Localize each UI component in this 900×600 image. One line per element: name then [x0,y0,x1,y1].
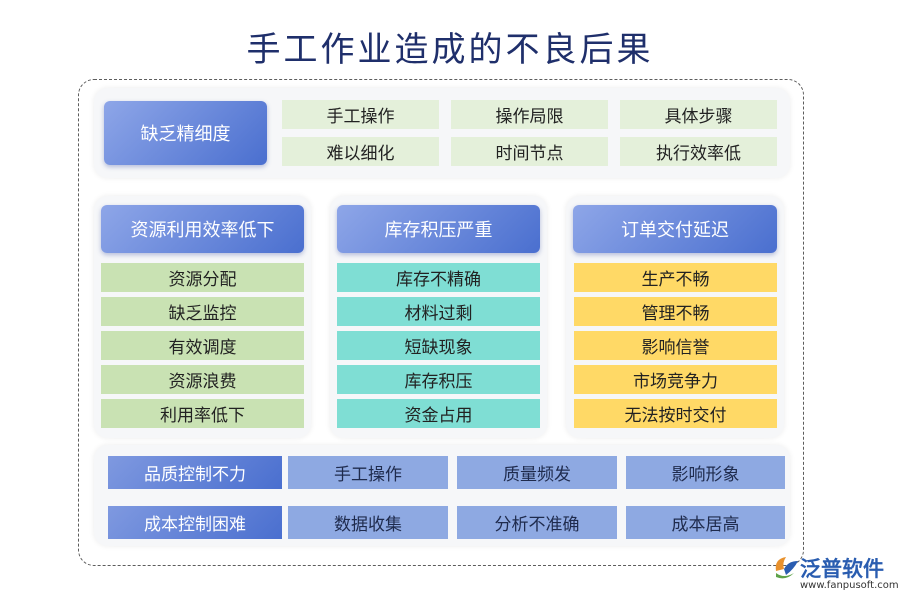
top-cell: 时间节点 [451,137,608,166]
bottom-cell: 数据收集 [288,506,448,539]
logo-url: www.fanpusoft.com [800,580,899,591]
top-header: 缺乏精细度 [104,101,267,165]
column-item: 利用率低下 [101,399,304,428]
column-header-resource: 资源利用效率低下 [101,205,304,253]
column-header-inventory: 库存积压严重 [337,205,540,253]
logo-name: 泛普软件 [800,557,884,581]
top-cell: 难以细化 [282,137,439,166]
bottom-header-quality: 品质控制不力 [108,456,282,489]
bottom-cell: 质量频发 [457,456,617,489]
column-item: 资源分配 [101,263,304,292]
column-item: 库存积压 [337,365,540,394]
bottom-cell: 手工操作 [288,456,448,489]
column-item: 管理不畅 [574,297,777,326]
column-item: 资金占用 [337,399,540,428]
bottom-cell: 影响形象 [626,456,785,489]
column-item: 生产不畅 [574,263,777,292]
bottom-cell: 分析不准确 [457,506,617,539]
top-cell: 具体步骤 [620,100,777,129]
brand-logo: 泛普软件 www.fanpusoft.com [770,551,899,596]
column-item: 资源浪费 [101,365,304,394]
column-header-order: 订单交付延迟 [573,205,777,253]
column-item: 缺乏监控 [101,297,304,326]
column-item: 材料过剩 [337,297,540,326]
column-item: 市场竞争力 [574,365,777,394]
column-item: 库存不精确 [337,263,540,292]
fanpu-logo-icon [775,557,798,579]
page-title: 手工作业造成的不良后果 [246,30,654,70]
bottom-cell: 成本居高 [626,506,785,539]
column-item: 短缺现象 [337,331,540,360]
top-cell: 操作局限 [451,100,608,129]
column-item: 无法按时交付 [574,399,777,428]
column-item: 有效调度 [101,331,304,360]
bottom-header-cost: 成本控制困难 [108,506,282,539]
column-item: 影响信誉 [574,331,777,360]
top-cell: 手工操作 [282,100,439,129]
diagram-frame [78,79,804,566]
top-cell: 执行效率低 [620,137,777,166]
